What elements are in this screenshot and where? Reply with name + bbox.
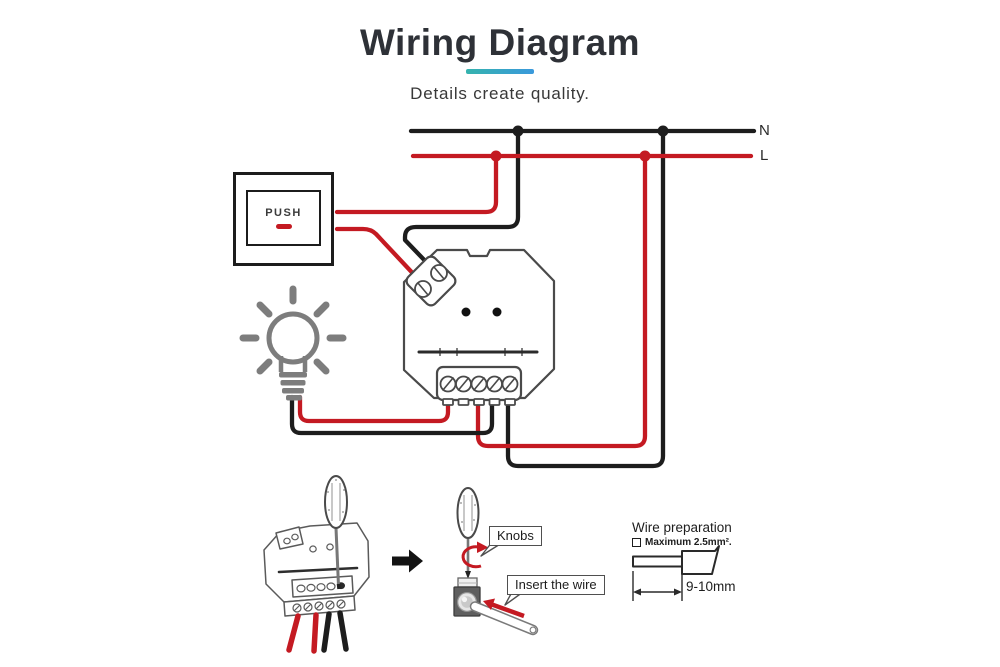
relay-module xyxy=(402,248,556,406)
wire-prep-max-spec: Maximum 2.5mm². xyxy=(632,537,732,548)
title-underline xyxy=(466,69,534,74)
push-button: PUSH xyxy=(246,190,321,246)
insert-wire-callout: Insert the wire xyxy=(507,575,605,595)
module-3d-wires xyxy=(286,610,349,654)
module-hole xyxy=(461,307,471,317)
label-live: L xyxy=(760,147,769,164)
label-neutral: N xyxy=(759,122,770,139)
module-slot xyxy=(417,348,539,356)
push-switch: PUSH xyxy=(233,172,334,266)
push-indicator-icon xyxy=(275,224,292,229)
wire-prep-max-text: Maximum 2.5mm². xyxy=(645,537,732,548)
bulb-rays xyxy=(239,285,347,375)
live-wire xyxy=(334,153,754,449)
install-step-terminal xyxy=(453,487,539,636)
rotation-arrow-icon xyxy=(461,541,489,569)
wire-prep-title: Wire preparation xyxy=(632,520,732,535)
push-button-label: PUSH xyxy=(265,207,302,219)
knobs-callout: Knobs xyxy=(489,526,542,546)
page-title: Wiring Diagram xyxy=(359,22,641,63)
checkbox-icon xyxy=(632,538,641,547)
module-3d-screws xyxy=(292,599,346,613)
strip-length-label: 9-10mm xyxy=(686,579,736,594)
neutral-wire xyxy=(402,128,757,469)
bottom-terminal-block xyxy=(435,365,523,406)
wire-prep-diagram xyxy=(632,545,720,601)
module-hole xyxy=(492,307,502,317)
junction-dots xyxy=(490,125,669,162)
main-circuit xyxy=(239,125,757,469)
light-bulb-icon xyxy=(239,285,347,401)
screwdriver-icon xyxy=(324,475,348,590)
corner-terminal xyxy=(405,255,457,307)
install-step-module xyxy=(263,475,370,654)
load-wires xyxy=(289,394,495,436)
page-subtitle: Details create quality. xyxy=(410,84,590,103)
arrow-right-icon xyxy=(392,549,423,573)
wire-tube xyxy=(469,601,539,636)
insertion-arrow-icon xyxy=(483,598,525,619)
